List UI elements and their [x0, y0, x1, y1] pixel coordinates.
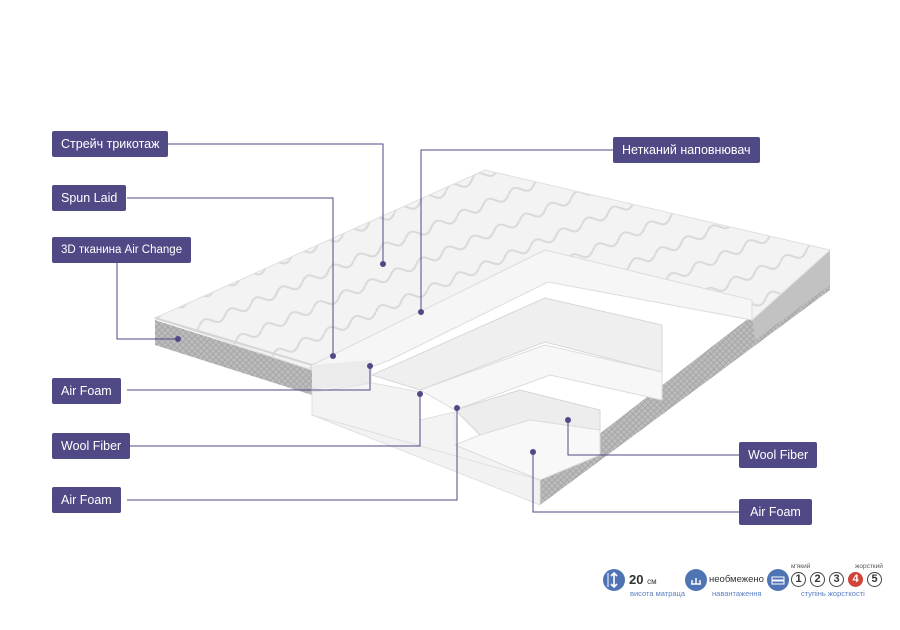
label-stretch-knit: Стрейч трикотаж — [52, 131, 169, 157]
height-value: 20 — [629, 572, 644, 587]
mattress-side-right-upper — [750, 250, 830, 340]
label-wool-fiber-2: Wool Fiber — [739, 442, 818, 468]
cover-edge — [154, 317, 313, 366]
label-air-foam-2: Air Foam — [52, 487, 121, 513]
firmness-level-3: 3 — [829, 572, 844, 587]
spec-info-bar: 20 см висота матраца необмежено навантаж… — [603, 563, 893, 603]
height-arrows-icon — [603, 569, 625, 591]
firmness-level-5: 5 — [867, 572, 882, 587]
height-label: висота матраца — [630, 589, 686, 598]
height-spec: 20 см висота матраца — [603, 563, 688, 603]
load-spec: необмежено навантаження — [685, 563, 765, 603]
label-air-foam-1: Air Foam — [52, 378, 121, 404]
foam-layer-top-front — [312, 360, 372, 390]
mattress-side-left — [155, 320, 312, 395]
soft-label: м'який — [791, 563, 811, 570]
load-value: необмежено — [709, 574, 764, 585]
firmness-level-4: 4 — [848, 572, 863, 587]
height-unit: см — [647, 577, 657, 586]
firmness-level-2: 2 — [810, 572, 825, 587]
hard-label: жорсткий — [855, 563, 883, 570]
step-block-1 — [311, 382, 541, 481]
label-spun-laid: Spun Laid — [52, 185, 127, 211]
label-3d-fabric: 3D тканина Air Change — [52, 237, 192, 263]
label-wool-fiber-1: Wool Fiber — [52, 433, 131, 459]
firmness-level-1: 1 — [791, 572, 806, 587]
connector-dots — [175, 261, 571, 455]
label-nonwoven-filler: Нетканий наповнювач — [613, 137, 760, 163]
firmness-label: ступінь жорсткості — [801, 589, 865, 598]
load-label: навантаження — [712, 589, 762, 598]
mattress-stack-icon — [767, 569, 789, 591]
label-air-foam-3: Air Foam — [739, 499, 812, 525]
connector-lines — [116, 143, 739, 513]
weight-load-icon — [685, 569, 707, 591]
